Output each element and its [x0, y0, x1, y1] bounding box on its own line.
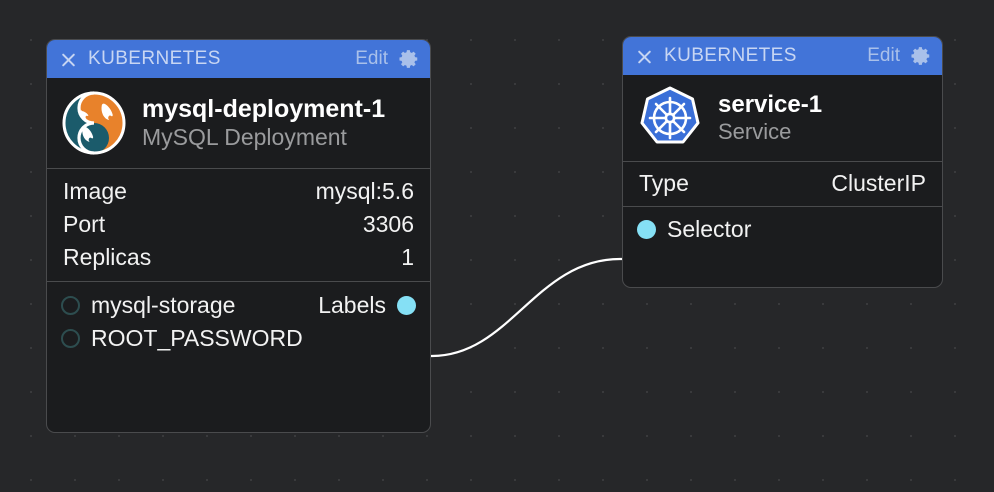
- port-row: mysql-storage Labels: [47, 289, 430, 322]
- property-value: 3306: [362, 211, 414, 237]
- property-row: Type ClusterIP: [623, 167, 942, 200]
- labels-to-selector-edge[interactable]: [414, 257, 634, 358]
- port-label: ROOT_PASSWORD: [91, 325, 303, 351]
- port-list: mysql-storage Labels ROOT_PASSWORD: [47, 282, 430, 364]
- node-subtitle: Service: [718, 118, 792, 144]
- port-row: ROOT_PASSWORD: [47, 322, 430, 355]
- property-list: Type ClusterIP: [623, 162, 942, 206]
- port-row: Selector: [623, 213, 942, 246]
- kubernetes-helm-logo: [640, 86, 700, 144]
- property-list: Image mysql:5.6 Port 3306 Replicas 1: [47, 169, 430, 281]
- property-value: 1: [401, 244, 414, 270]
- property-key: Type: [639, 170, 689, 196]
- node-identity: service-1 Service: [623, 75, 942, 161]
- close-icon[interactable]: [59, 50, 78, 69]
- node-header-title: KUBERNETES: [664, 45, 797, 66]
- port-label: mysql-storage: [91, 292, 236, 318]
- property-value: ClusterIP: [831, 170, 926, 196]
- node-service-1[interactable]: KUBERNETES Edit: [622, 36, 943, 288]
- property-key: Image: [63, 178, 127, 204]
- property-row: Replicas 1: [47, 241, 430, 274]
- port-handle-selector[interactable]: [637, 220, 656, 239]
- port-handle-labels[interactable]: [397, 296, 416, 315]
- node-identity: mysql-deployment-1 MySQL Deployment: [47, 78, 430, 168]
- divider: [623, 161, 942, 162]
- node-subtitle: MySQL Deployment: [142, 123, 347, 150]
- node-title: service-1: [718, 91, 823, 118]
- gear-icon[interactable]: [398, 48, 420, 70]
- port-list: Selector: [623, 207, 942, 254]
- mysql-dolphin-logo: [62, 91, 126, 155]
- property-key: Port: [63, 211, 106, 237]
- gear-icon[interactable]: [910, 45, 932, 67]
- close-icon[interactable]: [635, 47, 654, 66]
- edit-button[interactable]: Edit: [867, 45, 900, 66]
- node-title: mysql-deployment-1: [142, 94, 386, 123]
- divider: [623, 206, 942, 207]
- divider: [47, 281, 430, 282]
- node-header[interactable]: KUBERNETES Edit: [623, 37, 942, 75]
- property-row: Port 3306: [47, 208, 430, 241]
- property-value: mysql:5.6: [315, 178, 414, 204]
- node-header[interactable]: KUBERNETES Edit: [47, 40, 430, 78]
- port-handle-root-password[interactable]: [61, 329, 80, 348]
- divider: [47, 168, 430, 169]
- property-key: Replicas: [63, 244, 152, 270]
- port-label: Selector: [667, 216, 752, 242]
- node-mysql-deployment-1[interactable]: KUBERNETES Edit mysql-deployment-1 MySQL…: [46, 39, 431, 433]
- edit-button[interactable]: Edit: [355, 48, 388, 69]
- port-label: Labels: [318, 292, 386, 318]
- node-header-title: KUBERNETES: [88, 48, 221, 69]
- port-handle-mysql-storage[interactable]: [61, 296, 80, 315]
- property-row: Image mysql:5.6: [47, 175, 430, 208]
